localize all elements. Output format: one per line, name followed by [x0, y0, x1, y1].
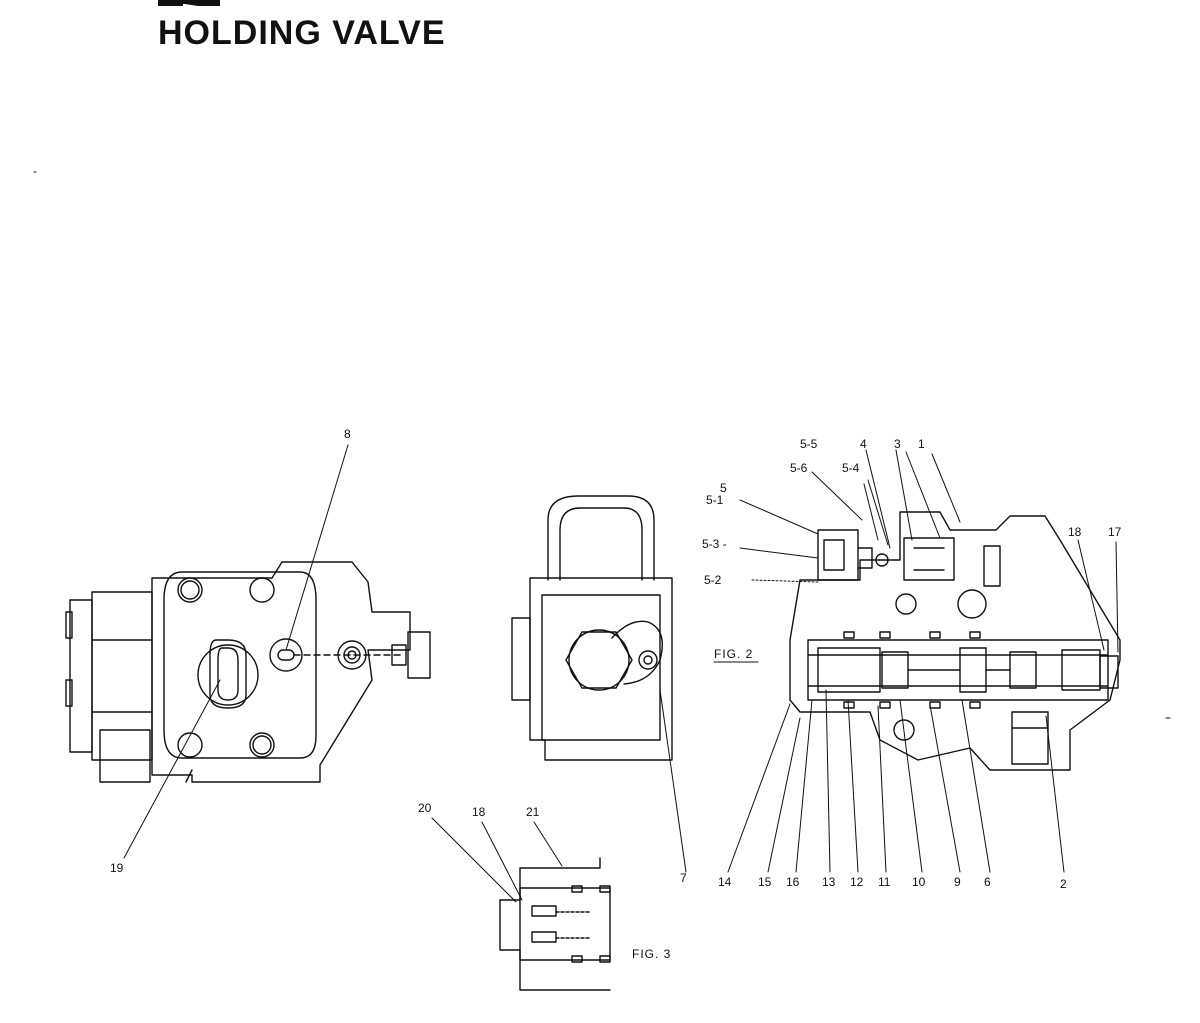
callout-12: 12: [850, 875, 864, 889]
callout-5-2: 5-2: [704, 573, 722, 587]
callout-5-5: 5-5: [800, 437, 818, 451]
callout-14: 14: [718, 875, 732, 889]
scan-marks: [33, 171, 1171, 719]
callout-10: 10: [912, 875, 926, 889]
middle-view: [511, 495, 687, 873]
callout-labels: 8 19 7 5-5 4 3 1 5-6 5-4 5 5-1 5-3 - 5-2…: [110, 427, 1122, 961]
callout-6: 6: [984, 875, 991, 889]
callout-17: 17: [1108, 525, 1122, 539]
callout-5-4: 5-4: [842, 461, 860, 475]
callout-8: 8: [344, 427, 351, 441]
fig2-section-view: [713, 449, 1121, 873]
page-title: HOLDING VALVE: [158, 14, 446, 52]
left-view: [65, 444, 431, 859]
callout-18: 18: [1068, 525, 1082, 539]
callout-7: 7: [680, 871, 687, 885]
title-top-fragment: [158, 0, 220, 6]
callout-5: 5: [720, 481, 727, 495]
callout-18-fig3: 18: [472, 805, 486, 819]
callout-19: 19: [110, 861, 124, 875]
callout-4: 4: [860, 437, 867, 451]
callout-5-3: 5-3 -: [702, 537, 727, 551]
callout-5-1: 5-1: [706, 493, 724, 507]
callout-13: 13: [822, 875, 836, 889]
callout-15: 15: [758, 875, 772, 889]
callout-5-6: 5-6: [790, 461, 808, 475]
callout-2: 2: [1060, 877, 1067, 891]
fig3-label: FIG. 3: [632, 947, 671, 961]
callout-3: 3: [894, 437, 901, 451]
callout-9: 9: [954, 875, 961, 889]
callout-21: 21: [526, 805, 540, 819]
callout-16: 16: [786, 875, 800, 889]
fig3-detail-view: [431, 817, 611, 991]
callout-11: 11: [878, 875, 891, 889]
fig2-label: FIG. 2: [714, 647, 753, 661]
callout-1: 1: [918, 437, 925, 451]
callout-20: 20: [418, 801, 432, 815]
